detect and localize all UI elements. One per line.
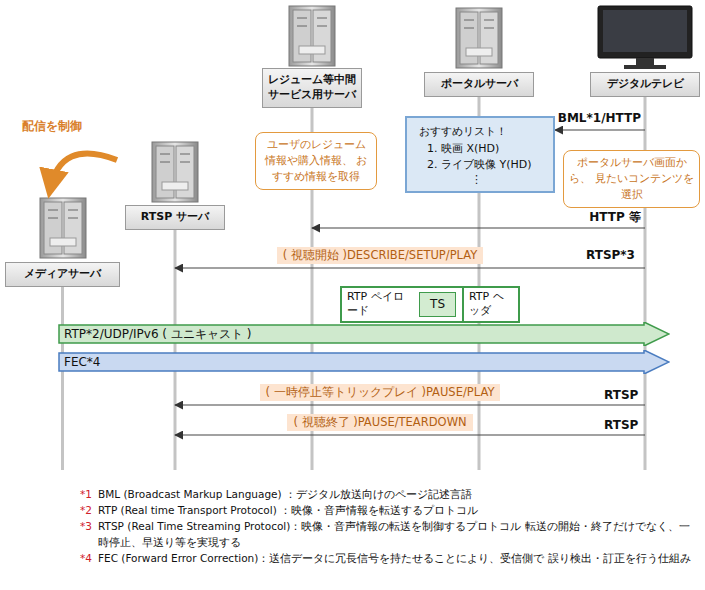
stream-arrow-band: RTP*2/UDP/IPv6 ( ユニキャスト ) (58, 322, 670, 346)
note-callout: ポータルサーバ画面から、 見たいコンテンツを選択 (563, 150, 700, 208)
footnote-mark: *2 (80, 502, 98, 518)
node-text: RTP ヘッダ (462, 288, 518, 321)
message-arrow (175, 267, 645, 268)
footnote-row: *2RTP (Real time Transport Protocol) ：映像… (80, 502, 700, 518)
rtp-packet-box: RTP ペイロード RTP ヘッダ TS (340, 286, 520, 323)
footnote-row: *3RTSP (Real Time Streaming Protocol)：映像… (80, 518, 700, 550)
node-text: FEC*4 (64, 355, 101, 369)
footnote-mark: *1 (80, 486, 98, 502)
protocol-label: RTSP (604, 388, 638, 402)
message-arrow (175, 404, 645, 405)
server-icon (152, 142, 198, 202)
edge-label: 配信を制御 (22, 118, 82, 135)
node-text: RTP ペイロード (342, 288, 413, 321)
server-icon (40, 198, 86, 258)
footnote-text: RTSP (Real Time Streaming Protocol)：映像・音… (98, 518, 700, 550)
edge-label: HTTP 等 (589, 209, 641, 226)
server-icon (289, 6, 335, 66)
node-text: ポータルサーバ画面から、 見たいコンテンツを選択 (569, 155, 694, 203)
server-label-box: RTSP サーバ (125, 205, 225, 230)
tv-icon (598, 6, 692, 69)
edge-label: ( 視聴終了 )PAUSE/TEARDOWN (287, 414, 472, 431)
server-label-box: レジューム等中間 サービス用サーバ (262, 68, 362, 108)
node-text: RTSP サーバ (130, 210, 220, 225)
footnote-row: *4FEC (Forward Error Correction)：送信データに冗… (80, 550, 700, 566)
node-text: 2. ライブ映像 Y(HD) (419, 157, 543, 174)
control-arrow (50, 153, 117, 190)
ts-payload-box: TS (419, 292, 456, 317)
server-label-box: ポータルサーバ (424, 72, 534, 97)
message-arrow (555, 129, 645, 130)
note-callout: ユーザのレジューム 情報や購入情報、 おすすめ情報を取得 (255, 132, 377, 190)
lifeline (174, 230, 177, 470)
server-label-box: デジタルテレビ (590, 72, 700, 97)
node-text: ユーザのレジューム 情報や購入情報、 おすすめ情報を取得 (261, 137, 371, 185)
footnote-text: FEC (Forward Error Correction)：送信データに冗長信… (98, 550, 691, 566)
node-text: TS (430, 297, 445, 313)
node-text: 1. 映画 X(HD) (419, 141, 543, 158)
node-text: おすすめリスト！ (419, 124, 543, 141)
node-text: RTP*2/UDP/IPv6 ( ユニキャスト ) (64, 326, 251, 343)
server-icon (456, 8, 502, 68)
footnotes: *1BML (Broadcast Markup Language) ：デジタル放… (80, 486, 700, 566)
message-arrow (312, 227, 645, 228)
edge-label: ( 一時停止等トリックプレイ )PAUSE/PLAY (260, 384, 501, 401)
edge-label: BML*1/HTTP (558, 111, 641, 125)
protocol-label: RTSP*3 (586, 248, 635, 262)
footnote-mark: *4 (80, 550, 98, 566)
footnote-row: *1BML (Broadcast Markup Language) ：デジタル放… (80, 486, 700, 502)
edge-label: ( 視聴開始 )DESCRIBE/SETUP/PLAY (277, 247, 484, 264)
lifeline (61, 287, 64, 470)
footnote-mark: *3 (80, 518, 98, 550)
footnote-text: BML (Broadcast Markup Language) ：デジタル放送向… (98, 486, 472, 502)
node-text: ポータルサーバ (429, 77, 529, 92)
server-label-box: メディアサーバ (5, 262, 120, 287)
node-text: デジタルテレビ (595, 77, 695, 92)
footnote-text: RTP (Real time Transport Protocol) ：映像・音… (98, 502, 478, 518)
message-arrow (175, 434, 645, 435)
stream-arrow-band: FEC*4 (58, 350, 670, 374)
node-text: ⋮ (419, 174, 543, 185)
node-text: レジューム等中間 サービス用サーバ (267, 73, 357, 103)
protocol-label: RTSP (604, 418, 638, 432)
node-text: メディアサーバ (10, 267, 115, 282)
recommend-list-panel: おすすめリスト！1. 映画 X(HD)2. ライブ映像 Y(HD)⋮ (405, 116, 555, 193)
arrow-band-shape (58, 350, 670, 374)
